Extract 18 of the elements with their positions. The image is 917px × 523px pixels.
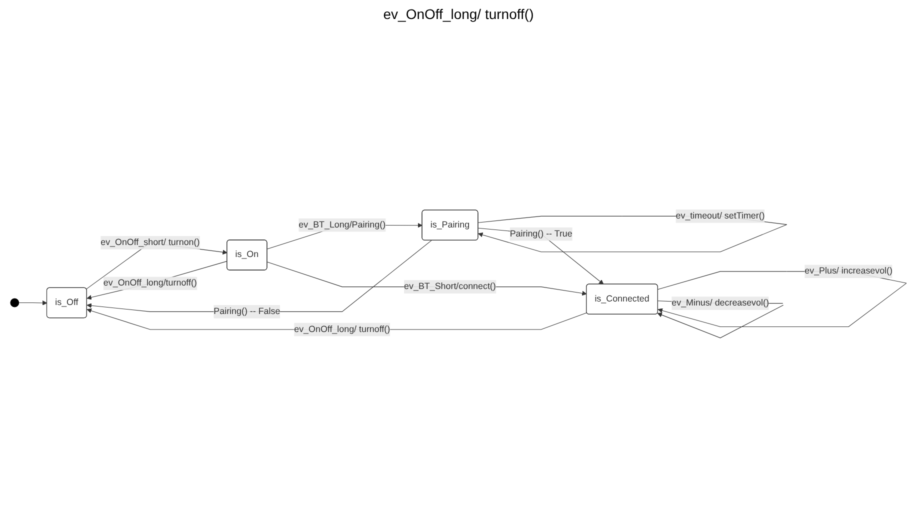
arrow xyxy=(657,304,784,338)
edge-label: ev_Minus/ decreasevol() xyxy=(672,296,769,310)
state-box: is_Connected xyxy=(586,284,658,314)
state-box: is_On xyxy=(226,239,268,270)
edge-label: ev_OnOff_long/ turnoff() xyxy=(294,322,390,336)
note-text: ev_OnOff_long/ turnoff() xyxy=(383,6,534,22)
edge-label: ev_BT_Short/connect() xyxy=(404,280,496,294)
edge-label: Pairing() -- True xyxy=(510,227,572,241)
state-box: is_Off xyxy=(46,287,87,318)
edge-label: ev_OnOff_short/ turnon() xyxy=(100,236,200,250)
edge-label: ev_OnOff_long/turnoff() xyxy=(103,276,197,290)
state-box: is_Pairing xyxy=(422,210,478,240)
edge-label: ev_BT_Long/Pairing() xyxy=(298,218,386,232)
edge-label: ev_Plus/ increasevol() xyxy=(804,264,892,278)
edge-label: Pairing() -- False xyxy=(214,304,280,318)
arrow xyxy=(18,300,48,306)
start-circle xyxy=(10,298,20,307)
edge-label: ev_timeout/ setTimer() xyxy=(676,209,765,223)
